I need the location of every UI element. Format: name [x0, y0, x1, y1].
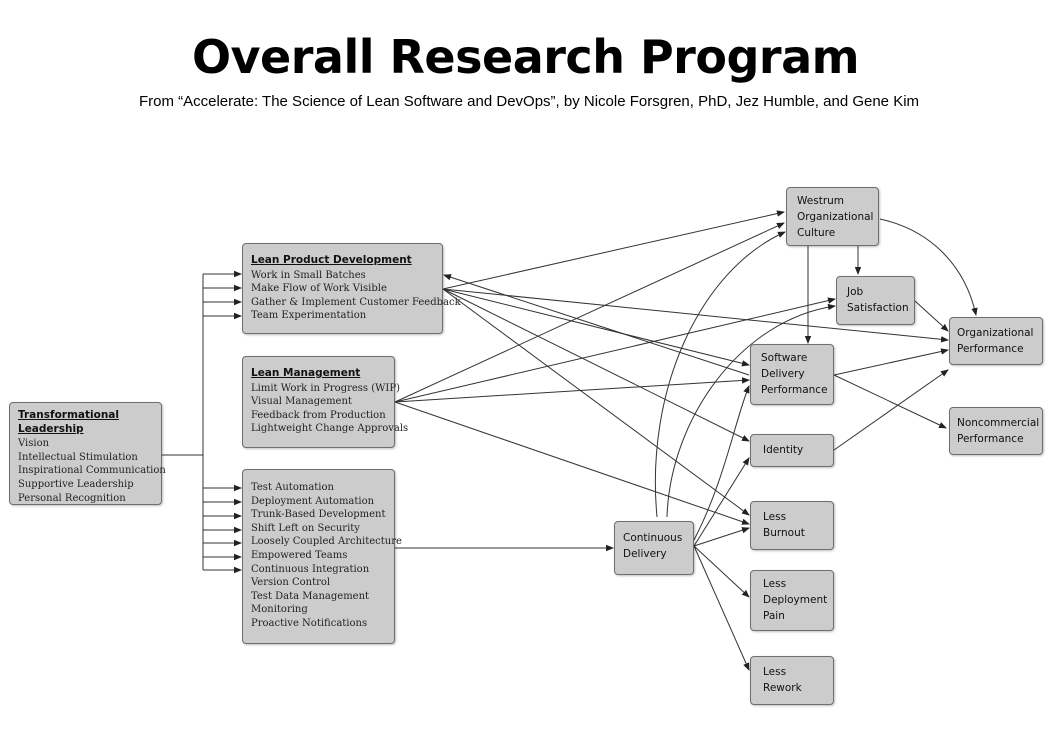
software-delivery-performance-label: Software Delivery Performance — [761, 352, 828, 396]
arrow-cd-deploypain — [693, 545, 750, 598]
diagram-subtitle: From “Accelerate: The Science of Lean So… — [138, 93, 920, 110]
job-satisfaction-box: Job Satisfaction — [836, 276, 915, 325]
tech-item: Version Control — [251, 577, 331, 589]
lean-management-heading: Lean Management — [251, 367, 361, 379]
leadership-item: Inspirational Communication — [18, 465, 166, 477]
arrow-lm-sdp — [394, 377, 750, 403]
arrow-jobsat-orgperf — [914, 300, 949, 332]
lm-item: Feedback from Production — [251, 409, 386, 421]
arrow-cd-rework — [693, 545, 750, 671]
arrow-sdp-lpd — [443, 274, 750, 376]
arrow-lpd-sdp — [442, 288, 750, 367]
arrow-lpd-identity — [442, 288, 750, 442]
arrow-lpd-burnout — [442, 288, 750, 516]
arrow-cd-sdp — [693, 385, 750, 541]
lpd-item: Team Experimentation — [251, 310, 367, 322]
arrow-cd-culture — [654, 231, 786, 518]
lm-item: Visual Management — [251, 396, 352, 408]
technical-practices-box: Test Automation Deployment Automation Tr… — [242, 469, 402, 644]
arrow-cd-burnout — [693, 527, 750, 547]
arrow-lm-culture — [394, 222, 785, 403]
lm-item: Limit Work in Progress (WIP) — [251, 382, 401, 394]
tech-item: Monitoring — [251, 604, 308, 616]
tech-item: Empowered Teams — [251, 549, 348, 561]
lpd-item: Gather & Implement Customer Feedback — [251, 296, 461, 308]
tech-item: Proactive Notifications — [251, 617, 368, 629]
continuous-delivery-label: Continuous Delivery — [623, 532, 683, 560]
less-deployment-pain-label: Less Deployment Pain — [763, 578, 828, 622]
tech-item: Test Data Management — [251, 590, 370, 602]
arrow-cd-jobsat — [666, 303, 836, 518]
software-delivery-performance-box: Software Delivery Performance — [750, 344, 834, 405]
tech-item: Loosely Coupled Architecture — [251, 536, 402, 548]
leadership-item: Supportive Leadership — [18, 478, 134, 490]
job-satisfaction-label: Job Satisfaction — [847, 286, 909, 314]
tech-item: Deployment Automation — [251, 495, 375, 507]
transformational-leadership-heading: Transformational Leadership — [18, 409, 119, 435]
transformational-leadership-box: Transformational Leadership Vision Intel… — [9, 402, 166, 505]
arrow-lm-burnout — [394, 401, 750, 525]
arrow-cd-identity — [693, 457, 750, 547]
tech-item: Test Automation — [251, 482, 334, 493]
tech-item: Trunk-Based Development — [251, 509, 386, 521]
arrow-sdp-orgperf — [833, 348, 949, 376]
continuous-delivery-box: Continuous Delivery — [614, 521, 694, 575]
lean-product-development-box: Lean Product Development Work in Small B… — [242, 243, 461, 334]
tech-item: Shift Left on Security — [251, 522, 360, 534]
leadership-item: Vision — [18, 438, 50, 450]
identity-box: Identity — [750, 434, 834, 467]
arrow-lm-jobsat — [394, 297, 836, 403]
less-burnout-label: Less Burnout — [763, 511, 805, 539]
organizational-performance-label: Organizational Performance — [957, 327, 1034, 355]
less-deployment-pain-box: Less Deployment Pain — [750, 570, 834, 631]
westrum-culture-label: Westrum Organizational Culture — [797, 195, 874, 239]
arrow-identity-orgperf — [833, 369, 949, 451]
lm-item: Lightweight Change Approvals — [251, 423, 409, 435]
arrow-lpd-orgperf — [442, 288, 949, 343]
identity-label: Identity — [763, 444, 804, 456]
leadership-item: Personal Recognition — [18, 492, 126, 504]
lean-management-box: Lean Management Limit Work in Progress (… — [242, 356, 409, 448]
tech-item: Continuous Integration — [251, 563, 370, 575]
diagram-title: Overall Research Program — [191, 30, 860, 84]
noncommercial-performance-label: Noncommercial Performance — [957, 417, 1040, 445]
lean-product-development-heading: Lean Product Development — [251, 254, 412, 266]
lpd-item: Make Flow of Work Visible — [251, 283, 387, 295]
leadership-item: Intellectual Stimulation — [18, 451, 138, 463]
arrow-sdp-noncommercial — [833, 374, 947, 429]
arrow-culture-orgperf — [879, 218, 978, 316]
arrow-lpd-culture — [442, 210, 785, 290]
less-rework-label: Less Rework — [763, 666, 802, 694]
organizational-performance-box: Organizational Performance — [949, 317, 1043, 365]
less-rework-box: Less Rework — [750, 656, 834, 705]
noncommercial-performance-box: Noncommercial Performance — [949, 407, 1043, 455]
westrum-culture-box: Westrum Organizational Culture — [786, 187, 879, 246]
less-burnout-box: Less Burnout — [750, 501, 834, 550]
lpd-item: Work in Small Batches — [251, 269, 366, 281]
